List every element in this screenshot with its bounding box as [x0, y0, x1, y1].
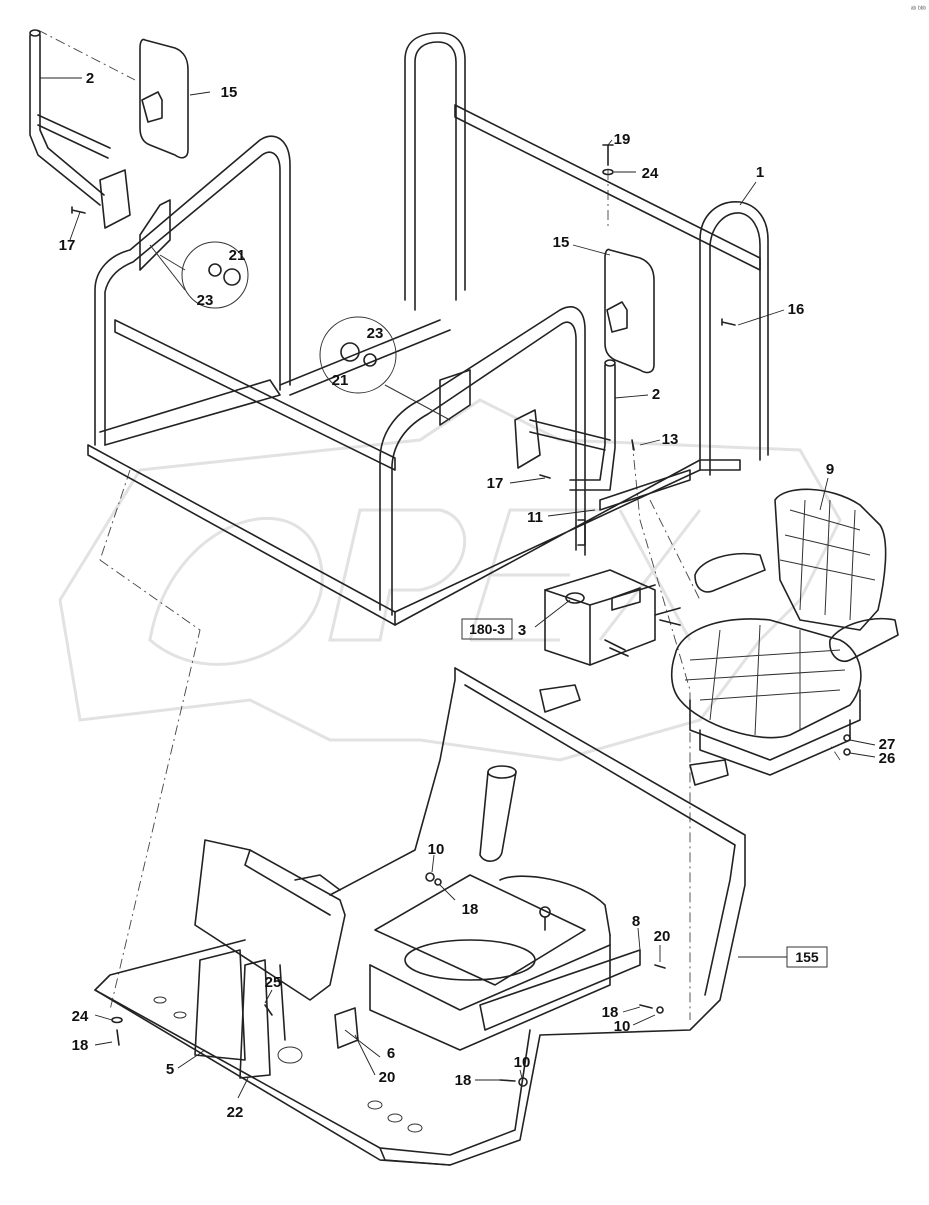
callout-13: 13: [662, 431, 679, 448]
callout-26: 26: [879, 750, 896, 767]
callout-11: 11: [527, 509, 543, 526]
callout-labels: 2 15 17 21 23 19 24 1 15 16 23 21 2 13 1…: [59, 70, 896, 1121]
callout-10: 10: [514, 1054, 531, 1071]
cab-frame: [87, 32, 769, 626]
callout-15: 15: [553, 234, 570, 251]
floor-hardware: [111, 872, 666, 1087]
callout-10: 10: [614, 1018, 631, 1035]
callout-21: 21: [332, 372, 349, 389]
callout-21: 21: [229, 247, 246, 264]
mirror-arm-right: [514, 359, 616, 491]
callout-23: 23: [197, 292, 214, 309]
callout-22: 22: [227, 1104, 244, 1121]
corner-mark: ᵃᵇ ᵇᵇᵇ: [911, 6, 926, 13]
callout-9: 9: [826, 461, 834, 478]
leader-lines: [40, 77, 876, 1099]
callout-1: 1: [756, 164, 764, 181]
floor-holes: [153, 996, 423, 1133]
reference-label-155: 155: [795, 949, 819, 965]
callout-3: 3: [518, 622, 526, 639]
callout-16: 16: [788, 301, 805, 318]
panel-22: [239, 959, 286, 1079]
callout-24: 24: [72, 1008, 89, 1025]
callout-25: 25: [265, 974, 282, 991]
reference-box-155: 155: [786, 946, 828, 968]
callout-17: 17: [487, 475, 504, 492]
callout-18: 18: [72, 1037, 89, 1054]
side-panel-5: [194, 949, 246, 1061]
callout-8: 8: [632, 913, 640, 930]
steering-column: [479, 765, 517, 862]
callout-20: 20: [654, 928, 671, 945]
callout-18: 18: [462, 901, 479, 918]
seat-base: [369, 874, 641, 1051]
callout-6: 6: [387, 1045, 395, 1062]
mirror-arm-left: [29, 29, 131, 229]
assembly-centerlines: [37, 29, 841, 1020]
callout-18: 18: [455, 1072, 472, 1089]
control-console: [544, 569, 681, 666]
callout-5: 5: [166, 1061, 174, 1078]
callout-15: 15: [221, 84, 238, 101]
mirror-left: [139, 38, 189, 159]
callout-2: 2: [86, 70, 94, 87]
callout-2: 2: [652, 386, 660, 403]
callout-24: 24: [642, 165, 659, 182]
mirror-right: [604, 248, 655, 374]
callout-23: 23: [367, 325, 384, 342]
reference-label-180-3: 180-3: [469, 621, 505, 637]
callout-20: 20: [379, 1069, 396, 1086]
callout-18: 18: [602, 1004, 619, 1021]
callout-17: 17: [59, 237, 76, 254]
reference-box-180-3: 180-3: [461, 618, 513, 640]
cab-floor: [94, 667, 746, 1166]
callout-27: 27: [879, 736, 896, 753]
nut-detail-right: [319, 316, 451, 421]
nut-detail-left: [149, 241, 249, 309]
callout-19: 19: [614, 131, 631, 148]
cover-plate-6: [334, 1007, 359, 1049]
callout-10: 10: [428, 841, 445, 858]
operator-seat: [670, 488, 899, 776]
pedal-box: [194, 839, 346, 1001]
